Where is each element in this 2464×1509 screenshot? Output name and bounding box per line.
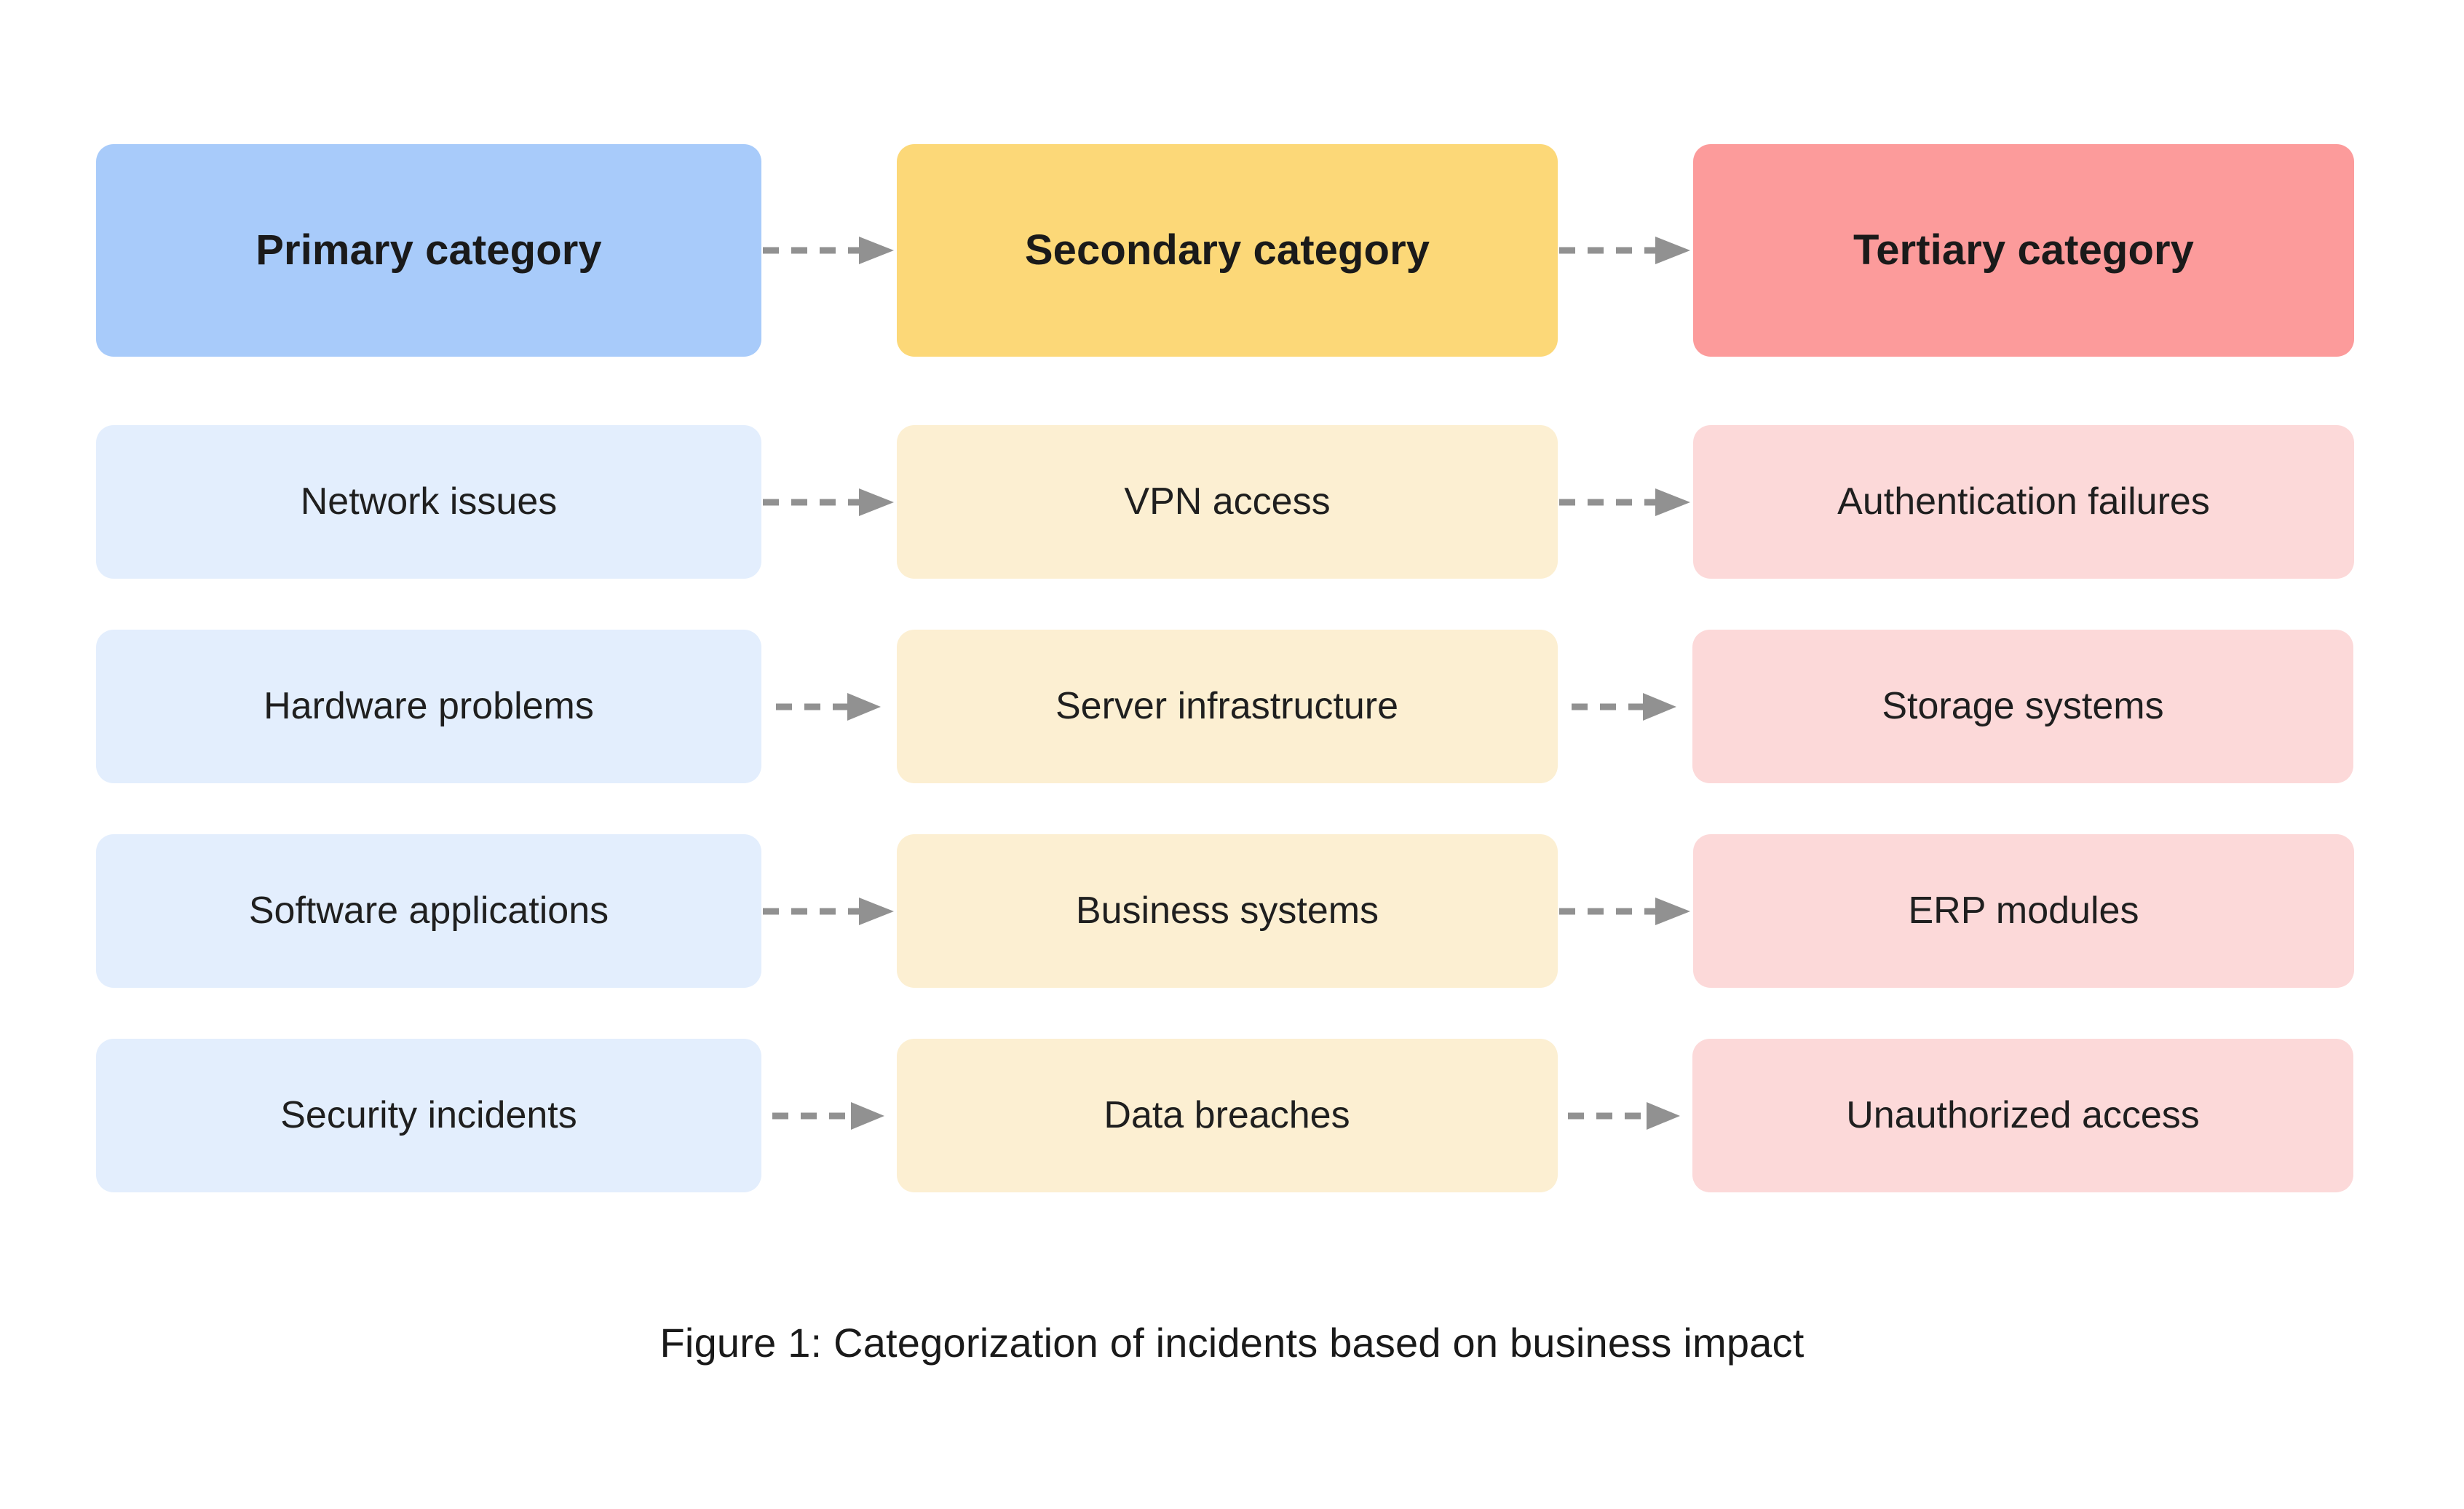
cell-primary[interactable]: Network issues	[96, 425, 761, 579]
connector-gutter	[761, 1039, 897, 1192]
cell-primary[interactable]: Software applications	[96, 834, 761, 988]
cell-tertiary[interactable]: Unauthorized access	[1692, 1039, 2353, 1192]
header-connector-gutter-2	[1558, 144, 1693, 357]
header-label-tertiary: Tertiary category	[1853, 226, 2195, 274]
dashed-arrow-right-icon	[763, 237, 894, 264]
category-row: Network issues VPN access Authentication…	[96, 425, 2354, 579]
category-row: Security incidents Data breaches Unautho…	[96, 1039, 2353, 1192]
category-row: Hardware problems Server infrastructure …	[96, 630, 2353, 783]
category-row: Software applications Business systems E…	[96, 834, 2354, 988]
connector-gutter	[1558, 1039, 1693, 1192]
cell-label: Storage systems	[1882, 684, 2164, 727]
dashed-arrow-right-icon	[1559, 237, 1690, 264]
dashed-arrow-right-icon	[1559, 897, 1690, 925]
header-cell-secondary[interactable]: Secondary category	[897, 144, 1558, 357]
dashed-arrow-right-icon	[775, 692, 881, 721]
connector-gutter	[1558, 630, 1693, 783]
cell-label: Authentication failures	[1837, 480, 2210, 523]
cell-label: Security incidents	[280, 1093, 577, 1136]
cell-label: Server infrastructure	[1055, 684, 1399, 727]
connector-gutter	[761, 425, 897, 579]
cell-tertiary[interactable]: Storage systems	[1692, 630, 2353, 783]
connector-gutter	[761, 834, 897, 988]
connector-gutter	[761, 630, 897, 783]
dashed-arrow-right-icon	[1572, 692, 1677, 721]
cell-label: Business systems	[1075, 889, 1379, 932]
category-matrix: Primary category Secondary category Tert…	[96, 144, 2354, 1192]
cell-secondary[interactable]: Business systems	[897, 834, 1558, 988]
cell-primary[interactable]: Security incidents	[96, 1039, 761, 1192]
cell-primary[interactable]: Hardware problems	[96, 630, 761, 783]
header-cell-primary[interactable]: Primary category	[96, 144, 761, 357]
cell-secondary[interactable]: Server infrastructure	[896, 630, 1558, 783]
connector-gutter	[1558, 425, 1693, 579]
connector-gutter	[1558, 834, 1693, 988]
figure-caption: Figure 1: Categorization of incidents ba…	[659, 1320, 1805, 1366]
dashed-arrow-right-icon	[763, 488, 894, 516]
cell-label: ERP modules	[1908, 889, 2139, 932]
header-label-primary: Primary category	[255, 226, 602, 274]
header-row: Primary category Secondary category Tert…	[96, 144, 2354, 357]
cell-secondary[interactable]: VPN access	[897, 425, 1558, 579]
header-connector-gutter-1	[761, 144, 897, 357]
cell-label: Software applications	[248, 889, 609, 932]
dashed-arrow-right-icon	[772, 1101, 884, 1130]
header-cell-tertiary[interactable]: Tertiary category	[1693, 144, 2354, 357]
cell-label: Data breaches	[1104, 1093, 1350, 1136]
dashed-arrow-right-icon	[1559, 488, 1690, 516]
cell-label: VPN access	[1124, 480, 1331, 523]
dashed-arrow-right-icon	[1568, 1101, 1681, 1130]
cell-label: Network issues	[300, 480, 558, 523]
cell-secondary[interactable]: Data breaches	[896, 1039, 1558, 1192]
dashed-arrow-right-icon	[763, 897, 894, 925]
cell-label: Unauthorized access	[1846, 1093, 2200, 1136]
header-label-secondary: Secondary category	[1024, 226, 1430, 274]
cell-label: Hardware problems	[264, 684, 594, 727]
cell-tertiary[interactable]: ERP modules	[1693, 834, 2354, 988]
cell-tertiary[interactable]: Authentication failures	[1693, 425, 2354, 579]
